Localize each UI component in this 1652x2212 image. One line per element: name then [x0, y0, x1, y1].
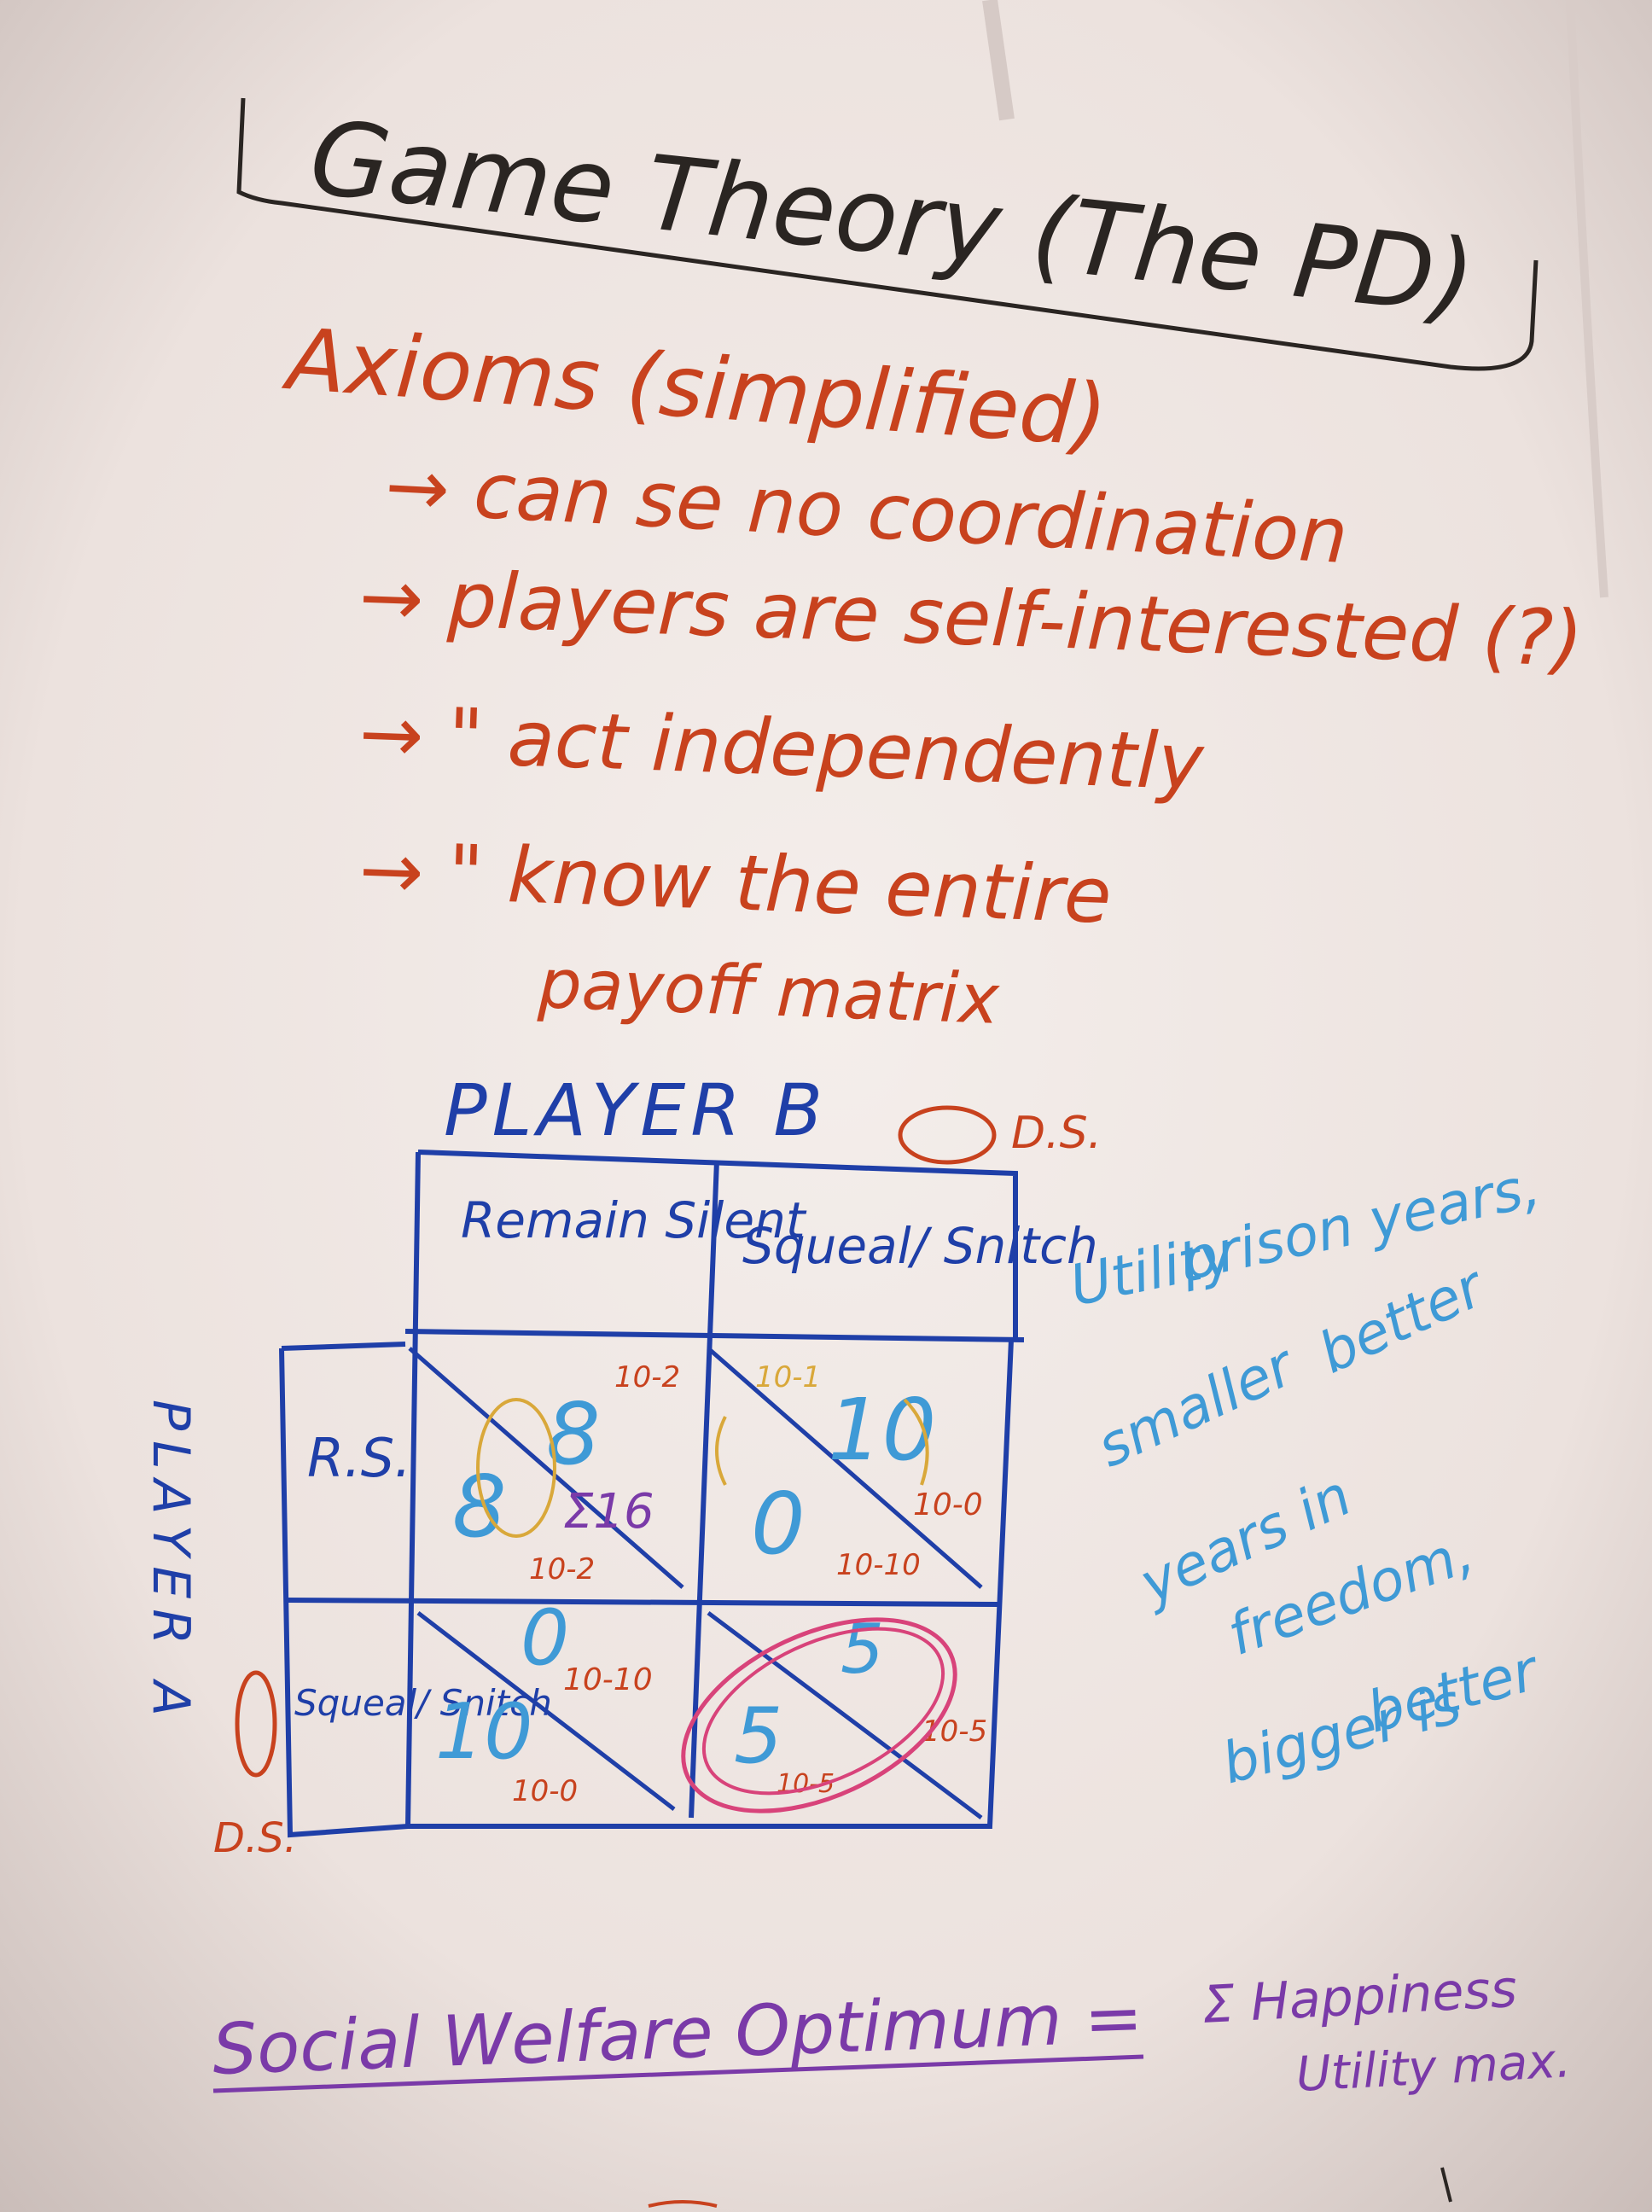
cell-diagonals — [408, 1347, 983, 1819]
cell-payoff-b: 0 — [521, 1593, 569, 1683]
yellow-annotation — [715, 1416, 727, 1486]
cell-note-top: 10-1 — [755, 1360, 821, 1394]
player-a-tag: D.S. — [213, 1814, 297, 1862]
stray-mark — [1440, 2167, 1452, 2203]
player-a-label: PLAYER A — [141, 1400, 201, 1726]
paper-crease — [1566, 0, 1608, 598]
payoff-matrix-grid — [279, 1150, 1025, 1838]
row-header-squeal-snitch: Squeal/ Snitch — [294, 1682, 552, 1724]
axiom-item: payoff matrix — [536, 944, 1002, 1039]
row-headers: R.S. Squeal/ Snitch — [294, 1427, 552, 1724]
cell-payoff-b: 10 — [828, 1380, 936, 1480]
col-header-squeal-snitch: Squeal/ Snitch — [742, 1217, 1098, 1275]
cell-sum: Σ16 — [563, 1484, 654, 1540]
paper-crease — [982, 0, 1015, 121]
cell-squeal-rs: 0 10 10-10 10-0 — [435, 1593, 653, 1808]
yellow-annotation — [903, 1398, 929, 1486]
nash-equilibrium-circle — [681, 1617, 957, 1813]
cell-rs-rs: 8 8 10-2 10-2 Σ16 — [452, 1360, 680, 1586]
underline — [212, 2054, 1144, 2093]
cell-payoff-a: 10 — [435, 1687, 533, 1777]
player-a-tag-circle — [235, 1670, 277, 1778]
stray-mark — [648, 2200, 718, 2208]
row-header-rs: R.S. — [307, 1427, 411, 1489]
cell-payoff-a: 5 — [734, 1691, 782, 1781]
col-header-remain-silent: Remain Silent — [461, 1191, 807, 1249]
cell-note-bottom: 10-10 — [836, 1548, 921, 1582]
cell-rs-squeal: 10 0 10-1 10-10 10-0 — [715, 1360, 983, 1582]
column-headers: Remain Silent Squeal/ Snitch — [461, 1191, 1098, 1275]
nash-equilibrium-circle — [701, 1627, 945, 1796]
cell-note-bottom: 10-0 — [512, 1774, 578, 1808]
cell-squeal-squeal: 5 5 10-5 10-5 — [681, 1610, 987, 1813]
cell-note-top: 10-2 — [614, 1360, 680, 1394]
yellow-annotation — [476, 1398, 556, 1538]
player-b-tag: D.S. — [1011, 1108, 1102, 1159]
title-bracket — [236, 97, 1539, 371]
cell-note-top: 10-10 — [563, 1662, 653, 1697]
cell-note-bottom: 10-2 — [529, 1552, 595, 1586]
cell-note-side: 10-0 — [913, 1487, 983, 1522]
player-b-tag-circle — [898, 1105, 997, 1165]
cell-payoff-a: 0 — [751, 1474, 806, 1574]
player-b-label: PLAYER B — [444, 1068, 828, 1152]
